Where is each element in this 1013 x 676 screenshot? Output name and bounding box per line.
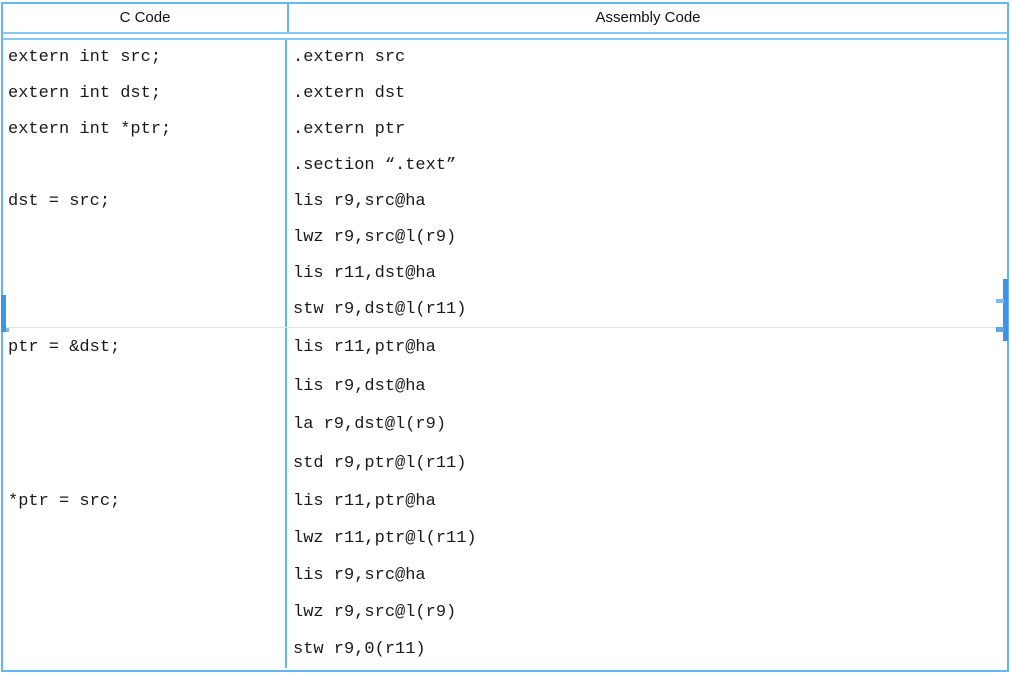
code-line: extern int dst; [8, 84, 162, 104]
header-assembly-code: Assembly Code [595, 9, 701, 26]
header-double-rule [3, 32, 1007, 40]
code-line [3, 557, 285, 594]
c-code-cell: *ptr = src; [3, 483, 287, 668]
assembly-code-cell: lis r11,ptr@ha lwz r11,ptr@l(r11) lis r9,s… [287, 483, 1007, 668]
code-line: .extern ptr [293, 120, 406, 140]
code-line: .extern dst [293, 84, 406, 104]
code-line [3, 367, 285, 406]
code-line: extern int *ptr; [8, 120, 172, 140]
code-line: lis r9,src@ha [293, 191, 426, 211]
c-code-cell: ptr = &dst; [3, 328, 287, 483]
code-line: lis r11,ptr@ha [293, 337, 436, 357]
c-code-cell: extern int src; extern int dst; extern int… [3, 40, 287, 327]
code-line: dst = src; [8, 191, 111, 211]
code-line: lwz r9,src@l(r9) [293, 603, 457, 622]
code-line: .extern src [293, 48, 406, 68]
code-line [3, 444, 285, 483]
code-line [3, 291, 285, 327]
code-line: la r9,dst@l(r9) [293, 415, 447, 435]
table-body: extern int src; extern int dst; extern int… [3, 40, 1007, 668]
code-line: extern int src; [8, 48, 162, 68]
table-row: *ptr = src; lis r11,ptr@ha lwz r11,ptr@l(r… [3, 483, 1007, 668]
page-break-marker-right-bar [1003, 279, 1008, 341]
code-line: stw r9,dst@l(r11) [293, 299, 467, 319]
table-header-row: C Code Assembly Code [3, 4, 1007, 32]
code-line [3, 520, 285, 557]
code-line: std r9,ptr@l(r11) [293, 454, 467, 474]
table-row: ptr = &dst; lis r11,ptr@ha lis r9,dst@ha la… [3, 327, 1007, 483]
code-line: lwz r9,src@l(r9) [293, 227, 457, 247]
assembly-code-cell: lis r11,ptr@ha lis r9,dst@ha la r9,dst@l(r… [287, 328, 1007, 483]
code-line: stw r9,0(r11) [293, 640, 426, 659]
code-line [3, 219, 285, 255]
code-line [3, 594, 285, 631]
page-break-marker-right-tick-upper [996, 299, 1004, 303]
page-break-marker-right-tick-lower [996, 327, 1004, 332]
code-line: lis r9,dst@ha [293, 376, 426, 396]
code-line [3, 255, 285, 291]
code-line [3, 631, 285, 668]
code-line: *ptr = src; [8, 492, 121, 511]
table-row: extern int src; extern int dst; extern int… [3, 40, 1007, 327]
page-break-marker-left-tick [6, 328, 9, 332]
code-line: .section “.text” [293, 156, 457, 176]
assembly-code-cell: .extern src .extern dst .extern ptr .sectio… [287, 40, 1007, 327]
page-break-marker-left-bar [1, 295, 6, 332]
code-line [3, 406, 285, 445]
code-line: lis r11,dst@ha [293, 263, 436, 283]
code-line [3, 148, 285, 184]
code-line: lwz r11,ptr@l(r11) [293, 529, 477, 548]
code-line: lis r9,src@ha [293, 566, 426, 585]
code-line: lis r11,ptr@ha [293, 492, 436, 511]
header-c-code: C Code [3, 4, 289, 32]
code-line: ptr = &dst; [8, 337, 121, 357]
